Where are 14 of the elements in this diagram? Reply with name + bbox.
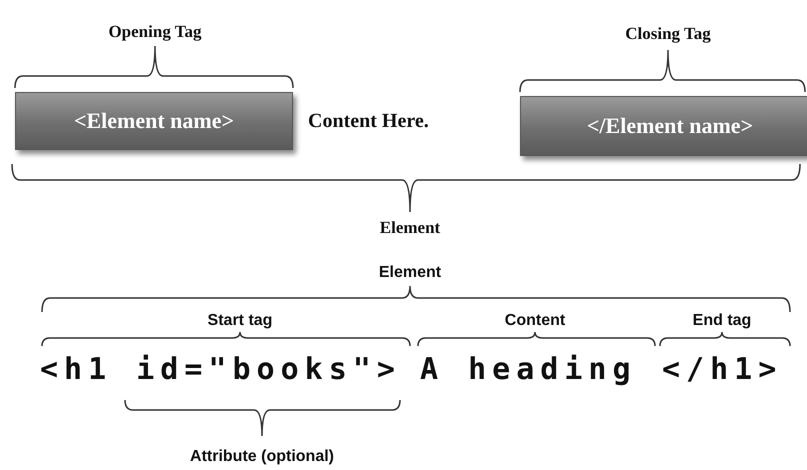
content-text: Content Here. xyxy=(308,110,429,133)
code-text: </h1> xyxy=(662,352,782,387)
tag-box: <Element name> xyxy=(15,92,293,150)
callout-label: Element xyxy=(378,264,442,282)
callout-label: Start tag xyxy=(208,312,272,330)
code-text: A heading xyxy=(420,352,637,387)
callout-label: Closing Tag xyxy=(625,24,711,44)
tag-box: </Element name> xyxy=(520,96,807,156)
callout-label: Content xyxy=(504,312,566,330)
callout-label: Attribute (optional) xyxy=(190,448,334,466)
callout-label: Element xyxy=(380,218,440,238)
callout-label: End tag xyxy=(692,312,752,330)
callout-label: Opening Tag xyxy=(108,22,202,42)
code-text: <h1 id="books"> xyxy=(40,352,401,387)
